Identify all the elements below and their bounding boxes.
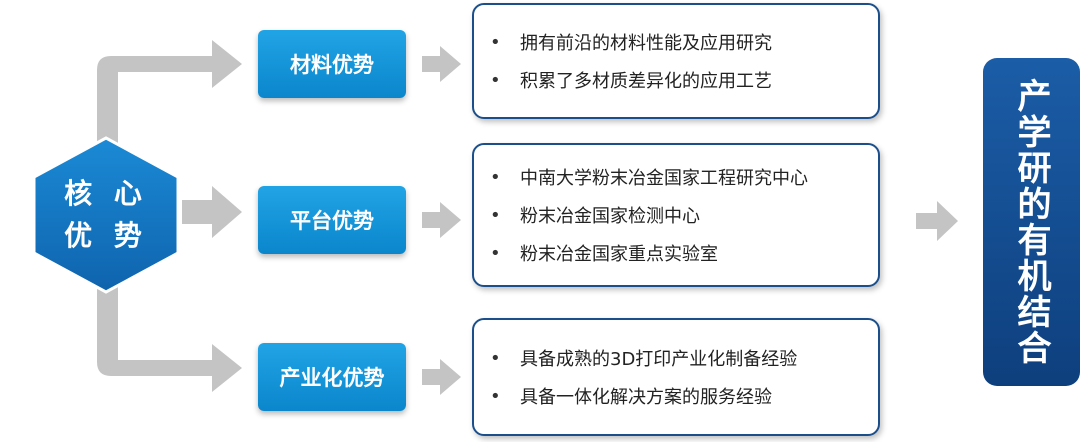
advantage-label: 材料优势 [290, 53, 374, 77]
bullet-icon: • [490, 204, 501, 226]
result-label: 产学研的有机结合 [1011, 78, 1051, 366]
advantage-box-material: 材料优势 [258, 30, 406, 98]
bullet-icon: • [490, 347, 501, 369]
list-item: • 粉末冶金国家重点实验室 [490, 234, 878, 272]
detail-panel-material: • 拥有前沿的材料性能及应用研究 • 积累了多材质差异化的应用工艺 [472, 3, 880, 119]
bullet-icon: • [490, 242, 501, 264]
result-box: 产学研的有机结合 [983, 58, 1080, 386]
bullet-icon: • [490, 166, 501, 188]
list-item-text: 中南大学粉末冶金国家工程研究中心 [520, 168, 808, 189]
list-item: • 具备一体化解决方案的服务经验 [490, 377, 878, 415]
advantage-label: 平台优势 [290, 209, 374, 233]
list-item-text: 具备一体化解决方案的服务经验 [520, 387, 772, 408]
arrow-to-result [916, 201, 958, 241]
bullet-icon: • [490, 31, 501, 53]
bullet-icon: • [490, 385, 501, 407]
list-item-text: 具备成熟的3D打印产业化制备经验 [520, 349, 798, 370]
bullet-icon: • [490, 69, 501, 91]
list-item: • 粉末冶金国家检测中心 [490, 196, 878, 234]
arrow-adv-1 [422, 202, 461, 238]
core-label-line1: 核 心 [64, 177, 148, 210]
list-item: • 拥有前沿的材料性能及应用研究 [490, 23, 878, 61]
detail-panel-platform: • 中南大学粉末冶金国家工程研究中心 • 粉末冶金国家检测中心 • 粉末冶金国家… [472, 143, 880, 287]
core-label-line2: 优 势 [64, 219, 148, 252]
list-item: • 积累了多材质差异化的应用工艺 [490, 61, 878, 99]
advantage-label: 产业化优势 [279, 366, 385, 390]
advantage-box-industrialization: 产业化优势 [258, 343, 406, 411]
list-item-text: 拥有前沿的材料性能及应用研究 [520, 33, 772, 54]
list-item: • 中南大学粉末冶金国家工程研究中心 [490, 158, 878, 196]
list-item: • 具备成熟的3D打印产业化制备经验 [490, 339, 878, 377]
branch-arrow-bottom [97, 285, 242, 392]
core-advantage-hexagon: 核 心 优 势 [30, 135, 182, 295]
list-item-text: 粉末冶金国家重点实验室 [520, 244, 718, 265]
branch-arrow-top [97, 40, 242, 150]
arrow-adv-0 [422, 46, 461, 82]
list-item-text: 粉末冶金国家检测中心 [520, 206, 700, 227]
list-item-text: 积累了多材质差异化的应用工艺 [520, 71, 772, 92]
advantage-box-platform: 平台优势 [258, 186, 406, 254]
detail-panel-industrialization: • 具备成熟的3D打印产业化制备经验 • 具备一体化解决方案的服务经验 [472, 318, 880, 436]
branch-arrow-middle [182, 186, 242, 238]
arrow-adv-2 [422, 359, 461, 395]
